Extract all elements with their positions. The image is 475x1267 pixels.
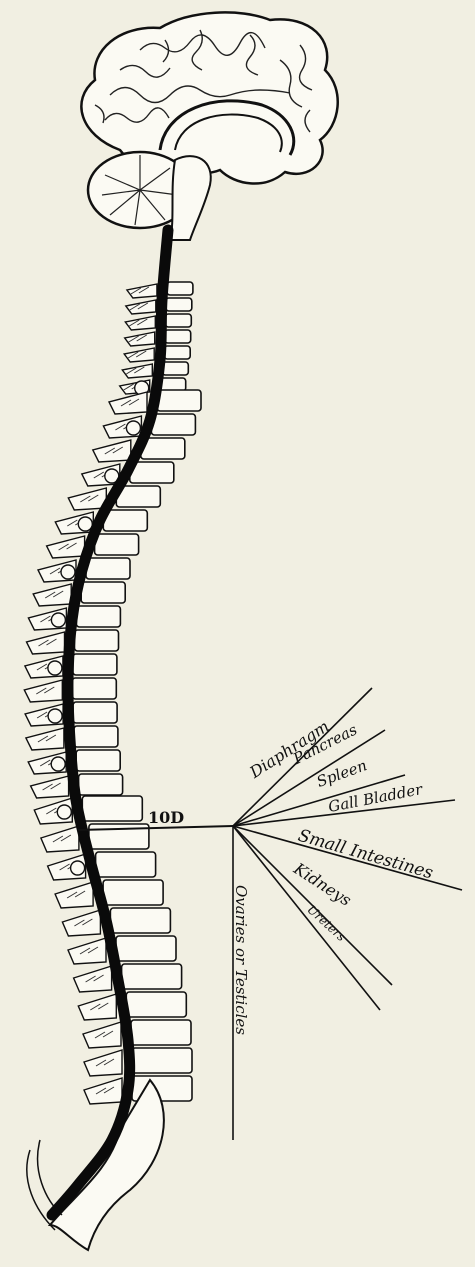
vertebral-body <box>76 606 120 627</box>
vertebral-body <box>151 414 195 435</box>
spinous-process <box>24 680 62 702</box>
intervertebral-foramen <box>71 861 85 875</box>
vertebral-body <box>132 1048 192 1073</box>
vertebral-body <box>81 582 125 603</box>
vertebral-body <box>96 852 156 877</box>
vertebral-body <box>82 796 142 821</box>
vertebral-body <box>79 774 123 795</box>
brain-illustration <box>81 12 337 240</box>
intervertebral-foramen <box>57 805 71 819</box>
brain-stem <box>170 156 211 240</box>
vertebral-body <box>157 390 201 411</box>
intervertebral-foramen <box>126 421 140 435</box>
spinous-process <box>93 440 131 462</box>
vertebral-body <box>86 558 130 579</box>
spinous-process <box>84 1050 122 1076</box>
spinous-process <box>33 584 71 606</box>
spinous-process <box>55 882 93 908</box>
vertebral-body <box>116 936 176 961</box>
spinous-process <box>47 536 85 558</box>
vertebral-body <box>160 378 186 391</box>
vertebral-body <box>75 630 119 651</box>
vertebral-body <box>165 330 191 343</box>
spinous-process <box>78 994 116 1020</box>
vertebral-body <box>166 298 192 311</box>
spinous-process <box>62 910 100 936</box>
spinous-process <box>26 728 64 750</box>
vertebral-body <box>122 964 182 989</box>
vertebral-body <box>73 654 117 675</box>
intervertebral-foramen <box>51 757 65 771</box>
nerve-level-label: 10D <box>148 810 184 826</box>
spinous-process <box>68 488 106 510</box>
spinous-process <box>68 938 106 964</box>
vertebral-body <box>165 314 191 327</box>
vertebral-body <box>164 346 190 359</box>
vertebral-body <box>73 702 117 723</box>
intervertebral-foramen <box>51 613 65 627</box>
spinous-process <box>74 966 112 992</box>
vertebral-body <box>74 726 118 747</box>
spinous-process <box>109 392 147 414</box>
vertebral-body <box>162 362 188 375</box>
spinous-process <box>84 1078 122 1104</box>
vertebral-body <box>76 750 120 771</box>
vertebral-body <box>72 678 116 699</box>
intervertebral-foramen <box>61 565 75 579</box>
vertebral-column <box>24 282 201 1250</box>
spinous-process <box>31 776 69 798</box>
vertebral-body <box>103 880 163 905</box>
intervertebral-foramen <box>48 661 62 675</box>
vertebral-body <box>126 992 186 1017</box>
spinous-process <box>83 1022 121 1048</box>
spinous-process <box>27 632 65 654</box>
intervertebral-foramen <box>48 709 62 723</box>
vertebral-body <box>167 282 193 295</box>
sacrum <box>50 1080 164 1250</box>
vertebral-body <box>110 908 170 933</box>
vertebral-body <box>103 510 147 531</box>
vertebral-body <box>131 1020 191 1045</box>
vertebral-body <box>95 534 139 555</box>
spinous-process <box>41 826 79 852</box>
label-ovaries-or-testicles: Ovaries or Testicles <box>233 885 248 1035</box>
